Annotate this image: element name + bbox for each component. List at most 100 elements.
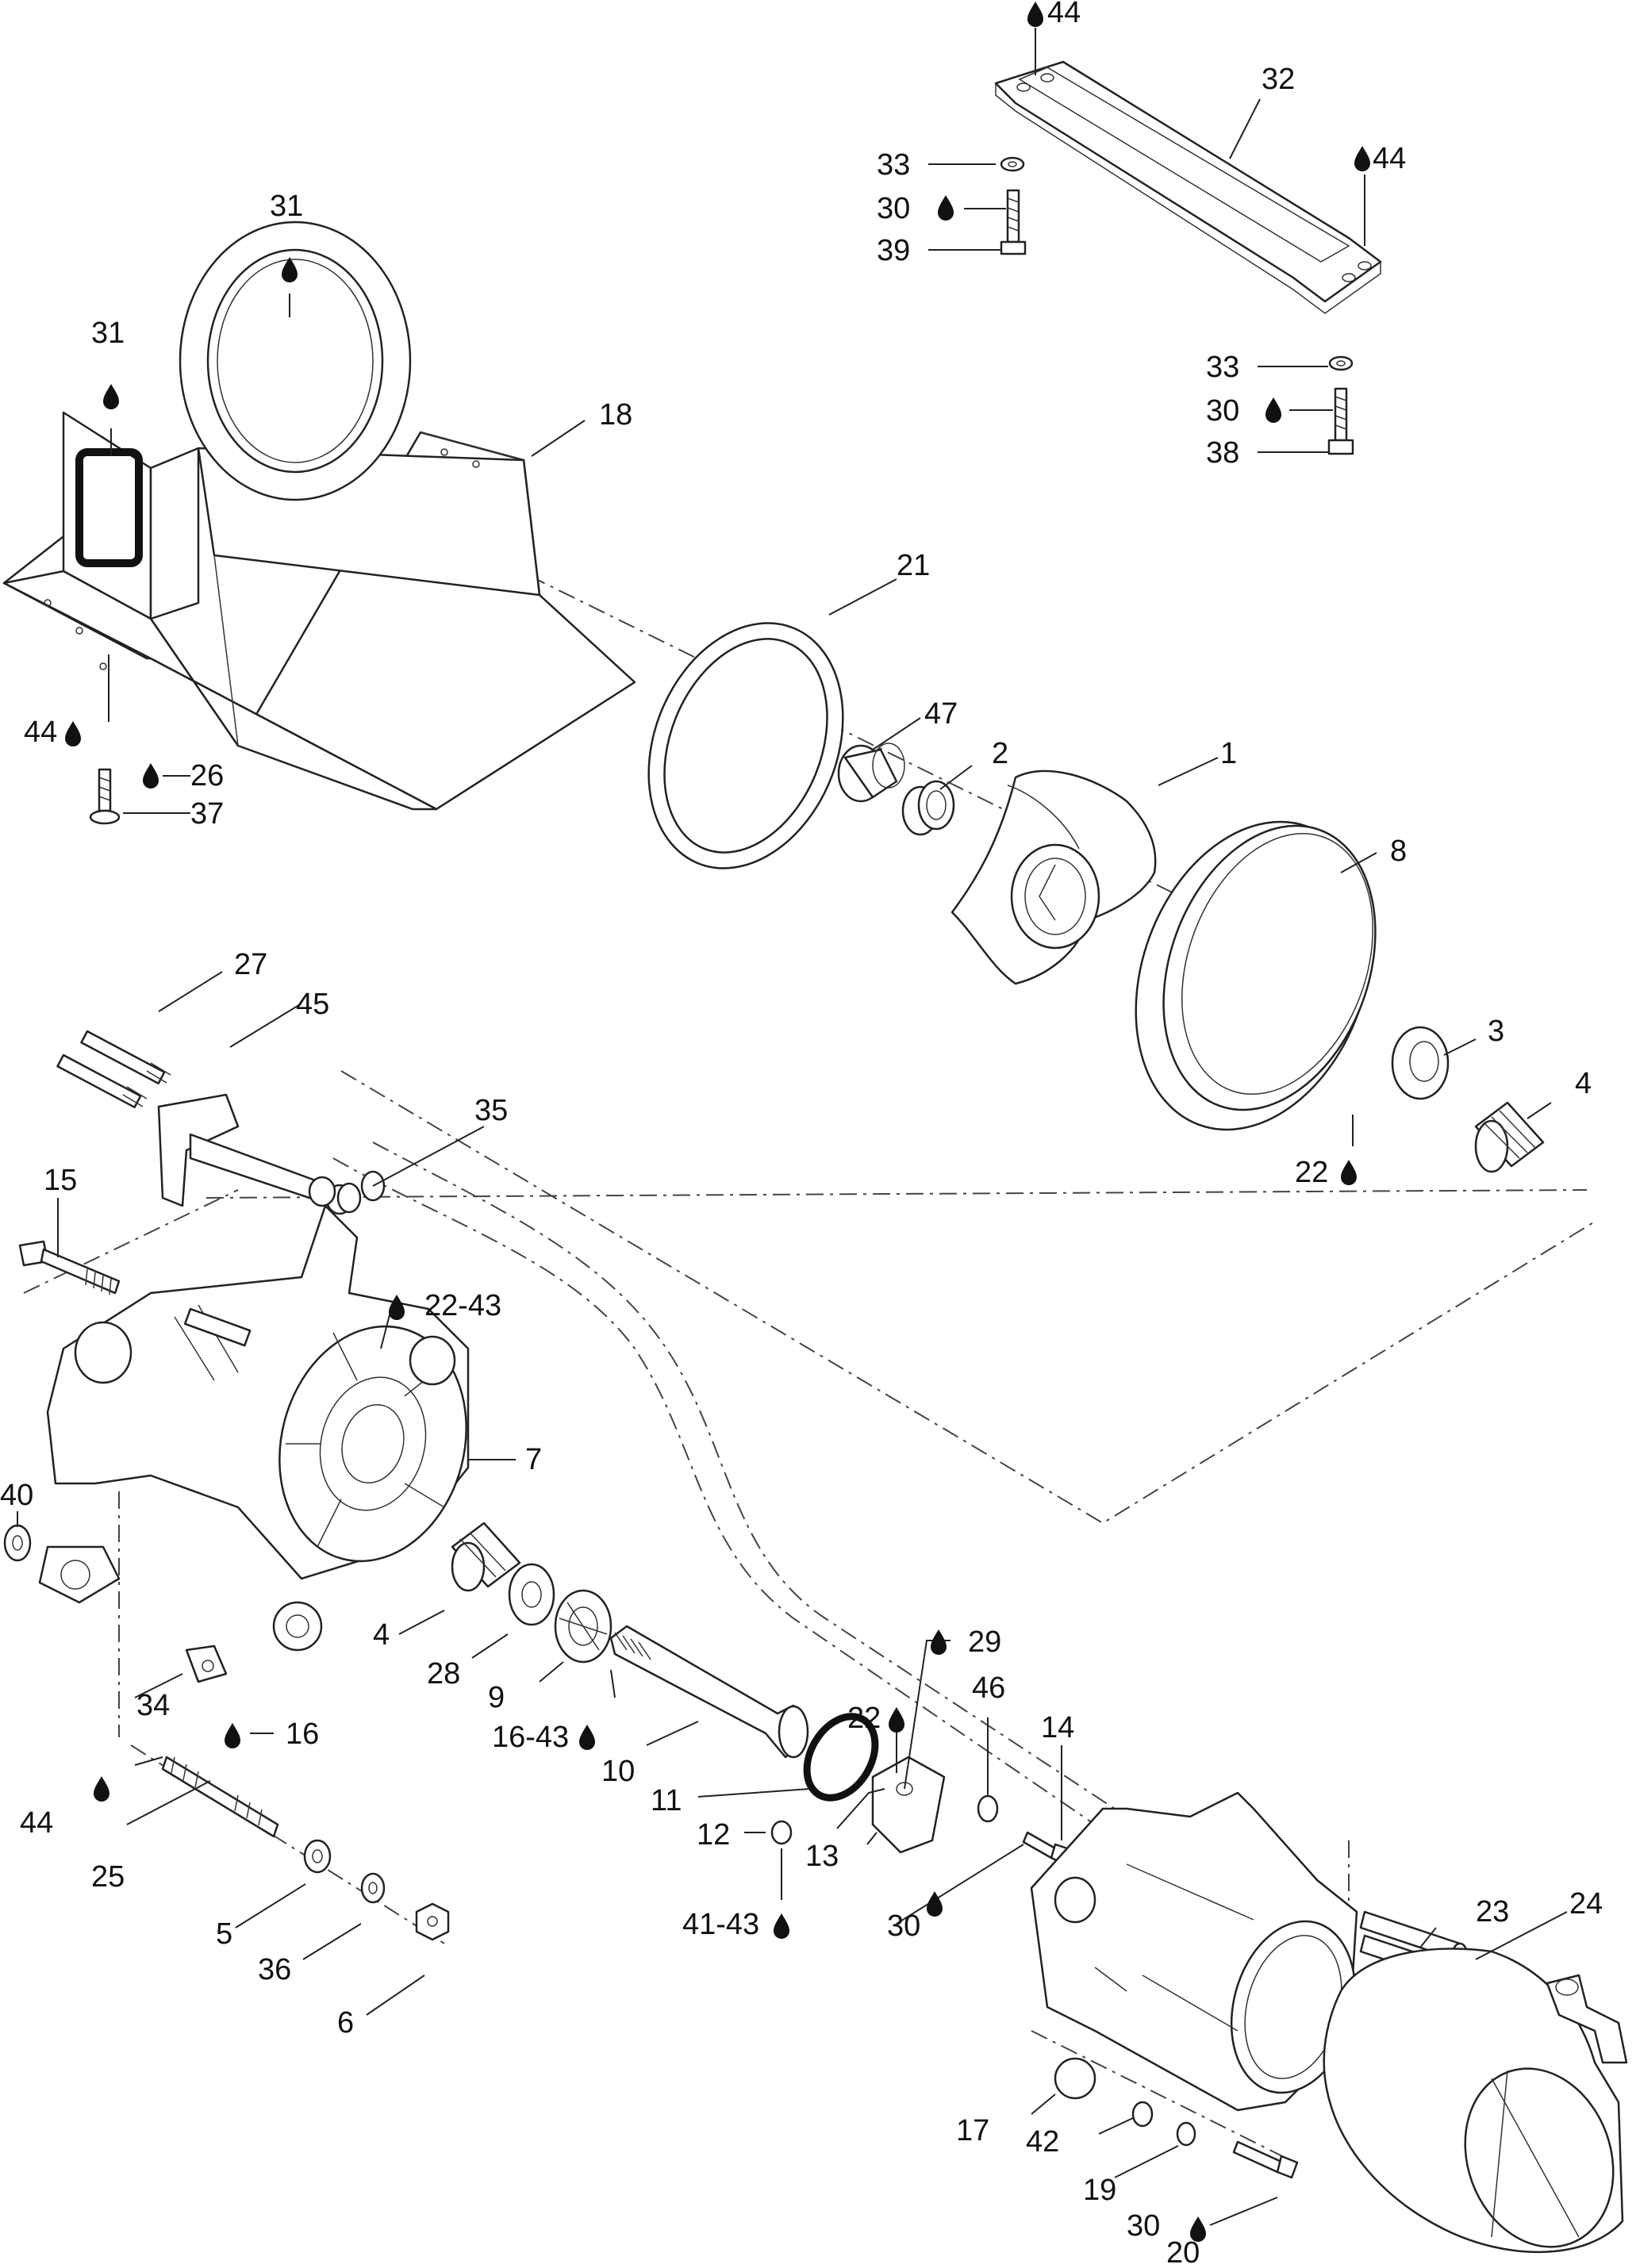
callout-44c: 44 xyxy=(24,716,57,749)
callout-34: 34 xyxy=(136,1689,170,1722)
part-12-plug xyxy=(770,1820,793,1845)
callout-44d: 44 xyxy=(20,1806,53,1840)
part-32-support-bracket xyxy=(994,60,1382,314)
part-17-venturi xyxy=(1030,1791,1358,2112)
callout-5: 5 xyxy=(216,1917,232,1951)
callout-30a: 30 xyxy=(877,192,910,225)
oil-drop-icon xyxy=(1027,2,1043,27)
part-46-washer xyxy=(977,1794,999,1823)
part-34-square-nut xyxy=(185,1644,228,1683)
part-35-orings xyxy=(336,1170,386,1214)
callout-21: 21 xyxy=(897,549,930,582)
part-7-pump-housing xyxy=(38,1204,470,1652)
part-10-drive-shaft xyxy=(609,1625,809,1759)
part-4-bearing-lower xyxy=(451,1522,521,1592)
oil-drop-icon xyxy=(389,1295,405,1320)
part-13-cap xyxy=(871,1756,946,1854)
callout-19: 19 xyxy=(1083,2174,1116,2207)
callout-38: 38 xyxy=(1206,436,1239,470)
callout-4a: 4 xyxy=(1575,1067,1592,1100)
part-25-stud xyxy=(161,1756,279,1838)
callout-27: 27 xyxy=(234,948,267,981)
part-18-ride-plate xyxy=(2,221,636,811)
callout-37: 37 xyxy=(190,797,224,831)
callout-47: 47 xyxy=(924,697,958,731)
part-9-thrust-bearing xyxy=(554,1589,613,1664)
callout-42: 42 xyxy=(1026,2125,1059,2159)
part-8-wear-ring xyxy=(1135,820,1377,1131)
callout-22b: 22 xyxy=(847,1702,881,1735)
oil-drop-icon xyxy=(774,1913,789,1939)
callout-6: 6 xyxy=(337,2006,354,2040)
oil-drop-icon xyxy=(1190,2216,1206,2242)
callout-12: 12 xyxy=(697,1818,730,1852)
callout-44b: 44 xyxy=(1373,142,1406,175)
part-11-oring xyxy=(803,1713,879,1802)
oil-drop-icon xyxy=(225,1723,240,1748)
callout-10: 10 xyxy=(601,1755,635,1788)
callout-31b: 31 xyxy=(91,317,125,350)
callout-24: 24 xyxy=(1569,1887,1603,1921)
part-24-nozzle xyxy=(1323,1948,1628,2254)
callout-labels: 44 32 44 33 30 39 33 30 38 31 31 18 21 4… xyxy=(0,0,1603,2268)
callout-23: 23 xyxy=(1476,1895,1509,1928)
callout-15: 15 xyxy=(44,1164,77,1197)
callout-16-43: 16-43 xyxy=(492,1721,569,1754)
callout-25: 25 xyxy=(91,1860,125,1894)
callout-33b: 33 xyxy=(1206,351,1239,384)
part-40-washer xyxy=(3,1524,32,1562)
callout-33a: 33 xyxy=(877,148,910,182)
part-15-bolt xyxy=(18,1240,121,1295)
callout-9: 9 xyxy=(488,1681,505,1714)
callout-3: 3 xyxy=(1488,1015,1504,1048)
callout-18: 18 xyxy=(599,398,632,432)
callout-11: 11 xyxy=(651,1784,682,1817)
callout-39: 39 xyxy=(877,234,910,267)
oil-drop-icon xyxy=(889,1707,904,1733)
callout-46: 46 xyxy=(972,1671,1005,1705)
oil-drop-icon xyxy=(103,384,119,409)
callout-30b: 30 xyxy=(1206,394,1239,428)
callout-8: 8 xyxy=(1390,835,1407,868)
part-45-bracket xyxy=(157,1093,354,1215)
callout-30d: 30 xyxy=(1127,2209,1160,2243)
bracket-hardware xyxy=(1000,156,1354,455)
callout-29: 29 xyxy=(968,1625,1001,1659)
callout-14: 14 xyxy=(1041,1711,1074,1744)
part-4-needle-bearing xyxy=(1474,1101,1545,1173)
part-36-lock-washer xyxy=(360,1872,386,1904)
oil-drop-icon xyxy=(94,1776,109,1802)
callout-35: 35 xyxy=(474,1094,508,1127)
part-3-seal xyxy=(1391,1026,1450,1100)
callout-4b: 4 xyxy=(373,1618,390,1652)
callout-28: 28 xyxy=(427,1657,460,1690)
callout-45: 45 xyxy=(296,988,329,1021)
part-27-studs xyxy=(56,1030,171,1109)
part-20-bolt xyxy=(1232,2140,1299,2179)
callout-44a: 44 xyxy=(1047,0,1081,29)
callout-22a: 22 xyxy=(1295,1156,1328,1189)
callout-32: 32 xyxy=(1262,63,1295,96)
part-19-lock-washer xyxy=(1176,2121,1196,2147)
part-37-screw xyxy=(89,768,121,825)
callout-17: 17 xyxy=(956,2114,989,2147)
oil-drop-icon xyxy=(65,721,81,746)
part-21-gasket-ring xyxy=(647,622,844,869)
callout-2: 2 xyxy=(992,737,1008,770)
part-1-impeller xyxy=(950,769,1157,985)
part-28-washer xyxy=(508,1563,555,1626)
callout-7: 7 xyxy=(525,1443,542,1476)
oil-drop-icon xyxy=(1354,146,1370,171)
oil-drop-icon xyxy=(579,1725,595,1750)
callout-31a: 31 xyxy=(270,190,303,223)
part-5-washer xyxy=(303,1839,332,1874)
oil-drop-icon xyxy=(1265,397,1281,423)
callout-30c: 30 xyxy=(887,1909,920,1943)
callout-36: 36 xyxy=(258,1953,291,1986)
callout-26: 26 xyxy=(190,759,224,792)
callout-41-43: 41-43 xyxy=(682,1908,759,1941)
oil-drop-icon xyxy=(1341,1160,1357,1185)
callout-16: 16 xyxy=(286,1717,319,1751)
part-47-bushing xyxy=(837,743,905,803)
